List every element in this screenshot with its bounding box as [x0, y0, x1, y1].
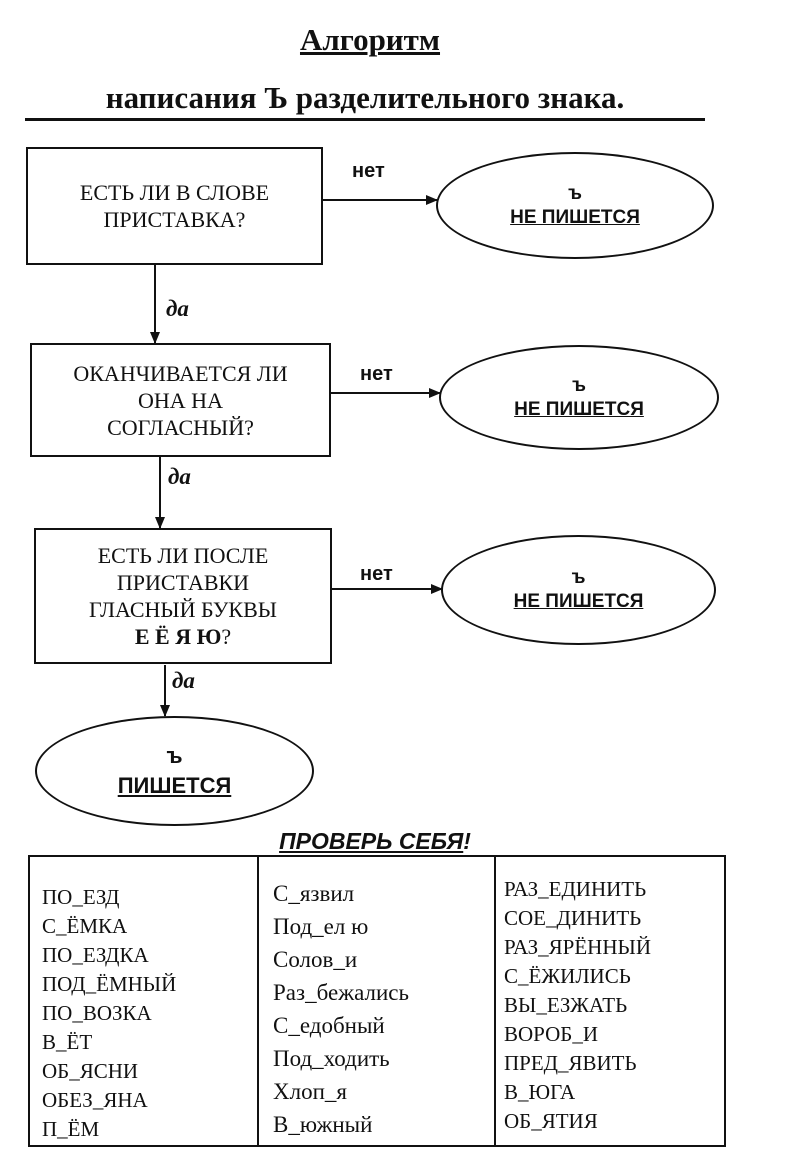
exercise-word: РАЗ_ЯРЁННЫЙ [504, 935, 651, 959]
exercise-word: СОЕ_ДИНИТЬ [504, 906, 642, 930]
check-title-text: ПРОВЕРЬ СЕБЯ [279, 828, 464, 854]
result-1-sign: ъ [568, 182, 582, 204]
exercise-word: Под_ел ю [273, 914, 369, 939]
exercise-column-1: ПО_ЕЗД С_ЁМКА ПО_ЕЗДКА ПОД_ЁМНЫЙ ПО_ВОЗК… [30, 857, 259, 1145]
exercise-word: Под_ходить [273, 1046, 390, 1071]
question-2-text: ОКАНЧИВАЕТСЯ ЛИ ОНА НА СОГЛАСНЫЙ? [73, 360, 288, 440]
result-final-text: ПИШЕТСЯ [117, 773, 232, 798]
exercise-word: ПО_ЕЗДКА [42, 943, 149, 967]
exercise-word: Солов_и [273, 947, 358, 972]
result-final-sign: ъ [166, 743, 183, 768]
subtitle-letter: Ъ [264, 80, 289, 115]
exercise-word: Раз_бежались [273, 980, 409, 1005]
exercise-word: Хлоп_я [273, 1079, 347, 1104]
exercise-column-2: С_язвил Под_ел ю Солов_и Раз_бежались С_… [259, 857, 496, 1145]
exercise-word: ПО_ВОЗКА [42, 1001, 152, 1025]
exercise-word: В_ЁТ [42, 1030, 93, 1054]
question-box-prefix: ЕСТЬ ЛИ В СЛОВЕ ПРИСТАВКА? [26, 147, 323, 265]
exercise-word: РАЗ_ЕДИНИТЬ [504, 877, 647, 901]
result-3-text: НЕ ПИШЕТСЯ [513, 591, 644, 612]
result-1-text: НЕ ПИШЕТСЯ [510, 206, 640, 228]
result-3-sign: ъ [571, 567, 586, 588]
exercise-column-3: РАЗ_ЕДИНИТЬ СОЕ_ДИНИТЬ РАЗ_ЯРЁННЫЙ С_ЁЖИ… [496, 857, 724, 1145]
exercise-word: ОБ_ЯСНИ [42, 1059, 139, 1083]
exercise-word: С_язвил [273, 881, 355, 906]
yes-label-1: да [166, 296, 189, 321]
exercise-word: ОБ_ЯТИЯ [504, 1109, 598, 1133]
page-title: Алгоритм [299, 22, 441, 57]
yes-label-2: да [168, 464, 191, 489]
exercise-word: ПРЕД_ЯВИТЬ [504, 1051, 637, 1075]
exercise-word: В_ЮГА [504, 1080, 576, 1104]
no-label-2: нет [360, 363, 393, 385]
question-3-letters: Е Ё Я Ю [134, 624, 222, 649]
exercise-word: С_ЁЖИЛИСЬ [504, 964, 631, 988]
exercise-word: С_ЁМКА [42, 914, 128, 938]
result-ellipse-2: ъ НЕ ПИШЕТСЯ [439, 345, 719, 450]
check-title-excl: ! [463, 828, 471, 854]
result-ellipse-1: ъ НЕ ПИШЕТСЯ [436, 152, 714, 259]
subtitle-prefix: написания [105, 80, 265, 115]
question-1-text: ЕСТЬ ЛИ В СЛОВЕ ПРИСТАВКА? [79, 180, 270, 232]
exercise-word: В_южный [273, 1112, 373, 1137]
question-3-mark: ? [221, 624, 232, 649]
exercise-word: ВОРОБ_И [504, 1022, 598, 1046]
result-2-sign: ъ [572, 374, 586, 396]
question-3-text: ЕСТЬ ЛИ ПОСЛЕ ПРИСТАВКИ ГЛАСНЫЙ БУКВЫ [89, 543, 277, 622]
exercise-word: С_едобный [273, 1013, 385, 1038]
exercise-word: П_ЁМ [42, 1117, 100, 1141]
result-ellipse-3: ъ НЕ ПИШЕТСЯ [441, 535, 716, 645]
yes-label-3: да [172, 668, 195, 693]
exercise-word: ОБЕЗ_ЯНА [42, 1088, 148, 1112]
exercise-word: ПОД_ЁМНЫЙ [42, 972, 177, 996]
page-subtitle: написания Ъ разделительного знака. [25, 80, 705, 121]
no-label-1: нет [352, 160, 385, 182]
exercise-table: ПО_ЕЗД С_ЁМКА ПО_ЕЗДКА ПОД_ЁМНЫЙ ПО_ВОЗК… [28, 855, 726, 1147]
result-2-text: НЕ ПИШЕТСЯ [514, 398, 644, 420]
subtitle-suffix: разделительного знака. [288, 80, 625, 115]
check-title: ПРОВЕРЬ СЕБЯ! [0, 828, 750, 855]
exercise-word: ВЫ_ЕЗЖАТЬ [504, 993, 628, 1017]
exercise-word: ПО_ЕЗД [42, 885, 120, 909]
no-label-3: нет [360, 563, 393, 585]
question-box-consonant: ОКАНЧИВАЕТСЯ ЛИ ОНА НА СОГЛАСНЫЙ? [30, 343, 331, 457]
result-ellipse-written: ъ ПИШЕТСЯ [35, 716, 314, 826]
